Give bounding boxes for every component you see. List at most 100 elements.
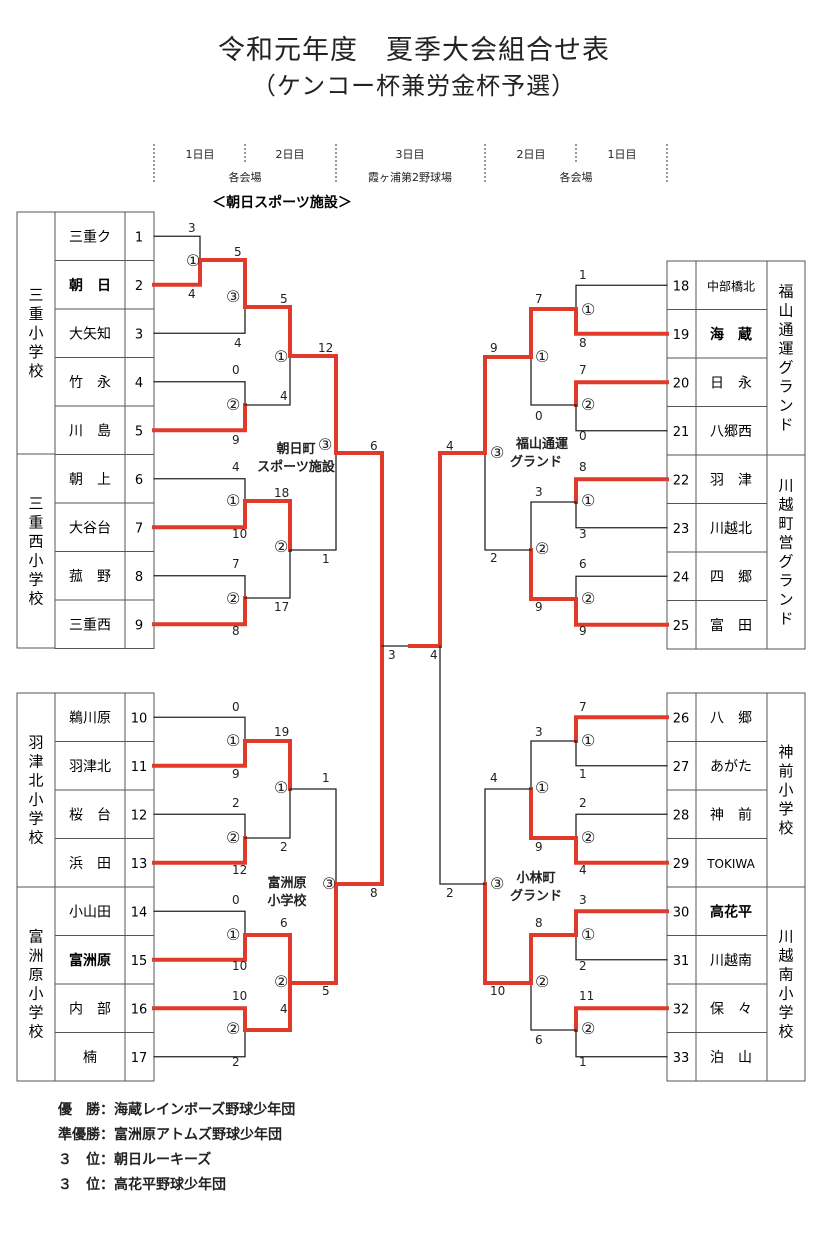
team-name-left: 三重西	[69, 617, 111, 633]
team-number-right: 24	[673, 570, 690, 585]
result-runner-up: 準優勝：富洲原アトムズ野球少年団	[58, 1127, 282, 1143]
team-number-left: 5	[135, 424, 143, 439]
team-number-right: 20	[673, 376, 690, 391]
score-label: 0	[535, 409, 543, 423]
team-name-left: 楠	[83, 1050, 97, 1066]
team-number-left: 13	[131, 857, 148, 872]
team-name-left: 大谷台	[69, 520, 111, 536]
team-name-right: あがた	[710, 759, 752, 775]
score-label: 9	[490, 341, 498, 355]
team-name-right: 四 郷	[710, 569, 752, 585]
bracket-path	[575, 934, 668, 961]
score-label: 3	[188, 221, 196, 235]
winner-path	[574, 477, 669, 504]
bracket-path	[153, 716, 246, 742]
team-name-left: 朝 日	[69, 277, 111, 294]
score-label: 9	[579, 624, 587, 638]
round-marker: ①	[581, 731, 595, 750]
winner-path	[529, 548, 578, 601]
bracket-path	[153, 1029, 246, 1058]
group-label-char: 小	[28, 324, 43, 342]
group-label-char: 南	[778, 965, 793, 983]
winner-path	[334, 451, 384, 648]
group-label-char: 北	[28, 771, 43, 789]
group-label-char: グ	[778, 358, 793, 376]
group-label-char: グ	[778, 552, 793, 570]
score-label: 2	[280, 840, 288, 854]
team-name-left: 大矢知	[69, 325, 111, 342]
winner-path	[574, 380, 669, 407]
venue-asahi-line1: 朝日町	[276, 441, 315, 457]
score-label: 0	[232, 363, 240, 377]
group-label-char: 学	[778, 800, 793, 818]
result-third-1: ３ 位：朝日ルーキーズ	[58, 1152, 212, 1168]
group-label-char: 学	[28, 809, 43, 827]
group-label-char: 山	[778, 301, 793, 319]
team-name-left: 三重ク	[69, 229, 111, 245]
score-label: 10	[490, 984, 505, 998]
team-number-left: 8	[135, 570, 143, 585]
bracket-path	[244, 788, 291, 839]
winner-path	[574, 307, 669, 336]
schedule-header: 1日目 2日目 3日目 2日目 1日目 各会場 霞ヶ浦第2野球場 各会場	[153, 144, 668, 184]
score-label: 5	[322, 984, 330, 998]
bracket-path	[575, 404, 668, 432]
winner-path	[574, 836, 669, 865]
group-label-char: 羽	[28, 733, 43, 751]
score-label: 6	[370, 439, 378, 453]
group-label-char: 津	[28, 752, 43, 770]
team-name-left: 竹 永	[69, 375, 111, 391]
round-marker: ②	[581, 395, 595, 414]
group-label-char: 富	[28, 927, 43, 945]
team-name-left: 朝 上	[69, 472, 111, 488]
team-name-left: 小山田	[69, 904, 111, 920]
group-label-char: 小	[28, 790, 43, 808]
group-label-char: 三	[28, 286, 43, 304]
bracket-path	[289, 788, 337, 885]
round-marker: ①	[535, 778, 549, 797]
group-label-char: 重	[28, 513, 43, 531]
round-marker: ①	[535, 347, 549, 366]
score-label: 4	[232, 460, 240, 474]
score-label: 4	[234, 336, 242, 350]
venue-tomisu-line1: 富洲原	[267, 875, 306, 891]
round-marker: ①	[186, 251, 200, 270]
group-label-char: 重	[28, 305, 43, 323]
group-label-char: 校	[28, 589, 43, 607]
score-label: 8	[579, 336, 587, 350]
team-name-right: 神 前	[710, 806, 752, 823]
score-label: 8	[535, 916, 543, 930]
winner-path	[152, 836, 247, 865]
header-venue-right: 各会場	[560, 170, 593, 184]
winner-path	[529, 933, 578, 985]
group-label-char: 川	[778, 927, 793, 945]
score-label: 3	[579, 527, 587, 541]
score-label: 11	[579, 989, 594, 1003]
group-label-char: 学	[778, 1003, 793, 1021]
winner-path	[152, 258, 202, 287]
team-number-right: 28	[673, 808, 690, 823]
score-label: 3	[535, 485, 543, 499]
winner-path	[152, 403, 247, 433]
team-number-left: 14	[131, 905, 148, 920]
round-marker: ②	[274, 537, 288, 556]
page-title: 令和元年度 夏季大会組合せ表	[218, 35, 610, 66]
score-label: 9	[232, 767, 240, 781]
group-label-char: 小	[778, 781, 793, 799]
group-label-char: 町	[778, 514, 793, 532]
score-label: 3	[535, 725, 543, 739]
score-label: 8	[579, 460, 587, 474]
bracket-lines	[152, 235, 669, 1058]
score-label: 6	[280, 916, 288, 930]
venue-kobayashi-line2: グランド	[510, 888, 562, 904]
winner-path	[529, 787, 578, 840]
group-label-char: 越	[778, 495, 793, 513]
page-subtitle: （ケンコー杯兼労金杯予選）	[251, 72, 577, 100]
header-venue-left: 各会場	[229, 170, 262, 184]
score-label: 1	[322, 771, 330, 785]
final-score-left: 3	[388, 648, 396, 662]
team-name-right: 八 郷	[710, 710, 752, 726]
score-label: 2	[232, 796, 240, 810]
team-name-left: 浜 田	[69, 856, 111, 872]
score-label: 8	[370, 886, 378, 900]
